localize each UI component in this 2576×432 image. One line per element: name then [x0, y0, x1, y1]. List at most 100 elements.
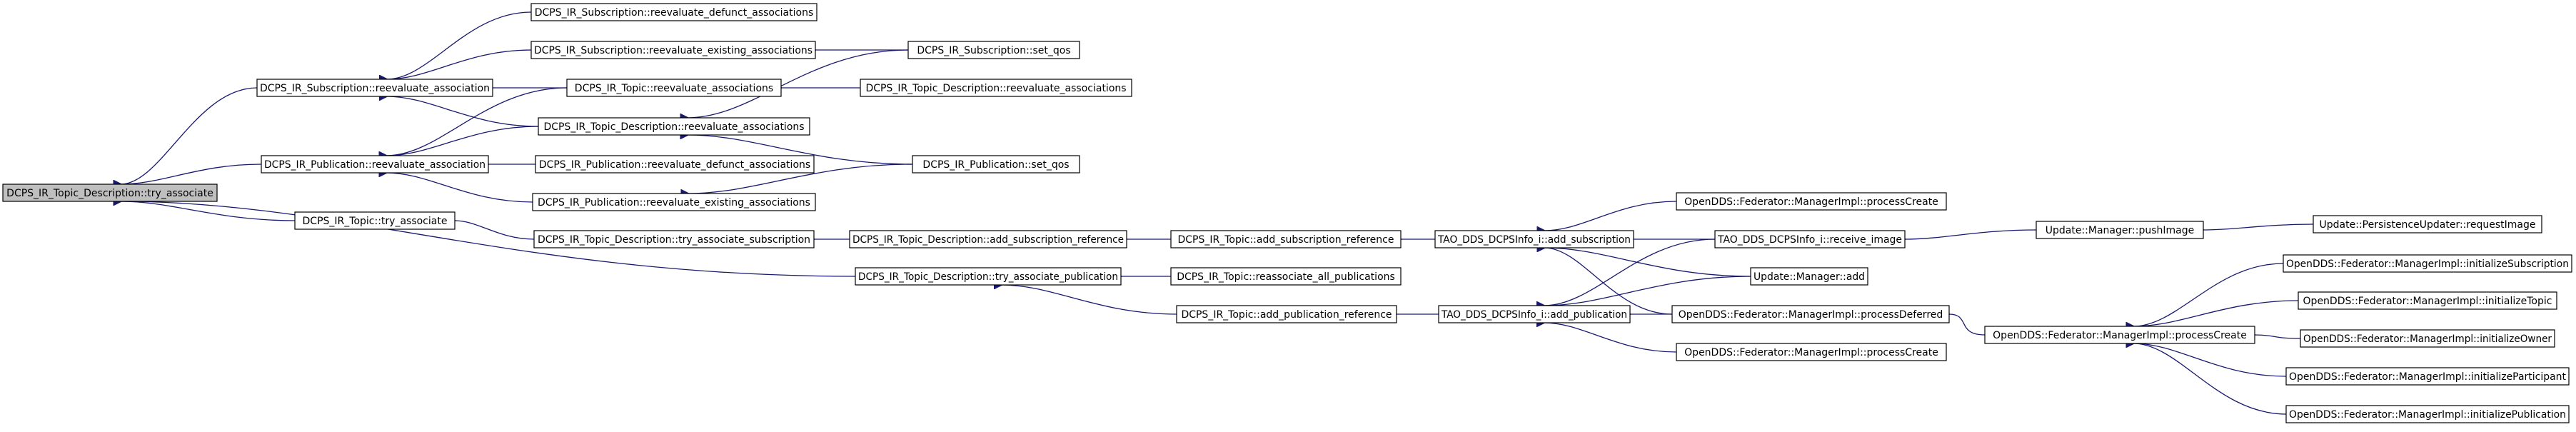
node-box [1438, 305, 1631, 323]
edge-update-mgr-add-to-info-add-pub [1544, 276, 1751, 306]
node-pub-set-qos[interactable]: DCPS_IR_Publication::set_qos [912, 155, 1080, 174]
node-box [1676, 343, 1947, 361]
node-box [2300, 329, 2555, 348]
edge-fed-initParticipant-to-fed-processCreate-3 [2133, 343, 2287, 377]
node-label: TAO_DDS_DCPSInfo_i::receive_image [1717, 234, 1902, 246]
edge-sub-reeval-assoc-to-root [121, 87, 258, 184]
node-update-mgr-add[interactable]: Update::Manager::add [1750, 267, 1868, 286]
nodes-layer: DCPS_IR_Topic_Description::try_associate… [2, 3, 2572, 423]
node-label: TAO_DDS_DCPSInfo_i::add_publication [1441, 309, 1627, 321]
node-pub-reeval-assoc[interactable]: DCPS_IR_Publication::reevaluate_associat… [261, 155, 489, 174]
node-label: DCPS_IR_Topic_Description::try_associate… [538, 234, 810, 246]
node-box [1176, 305, 1397, 323]
node-box [2283, 254, 2572, 273]
node-fed-processCreate-3[interactable]: OpenDDS::Federator::ManagerImpl::process… [1984, 326, 2255, 344]
node-sub-reeval-assoc[interactable]: DCPS_IR_Subscription::reevaluate_associa… [256, 79, 493, 97]
node-info-receive-image[interactable]: TAO_DDS_DCPSInfo_i::receive_image [1714, 230, 1906, 248]
node-label: OpenDDS::Federator::ManagerImpl::initial… [2303, 333, 2552, 345]
node-sub-reeval-existing[interactable]: DCPS_IR_Subscription::reevaluate_existin… [530, 41, 816, 59]
node-info-add-sub[interactable]: TAO_DDS_DCPSInfo_i::add_subscription [1434, 230, 1634, 248]
node-fed-processDeferred[interactable]: OpenDDS::Federator::ManagerImpl::process… [1671, 305, 1950, 323]
node-label: DCPS_IR_Publication::set_qos [922, 159, 1069, 171]
node-root[interactable]: DCPS_IR_Topic_Description::try_associate [2, 184, 218, 202]
node-label: OpenDDS::Federator::ManagerImpl::process… [1993, 330, 2247, 341]
node-update-mgr-pushImage[interactable]: Update::Manager::pushImage [2036, 221, 2204, 239]
edge-td-reeval-assocs-to-pub-reeval-assoc [386, 126, 539, 156]
edge-topic-add-pub-ref-to-td-try-assoc-pub [1002, 285, 1177, 315]
edge-fed-initSub-to-fed-processCreate-3 [2133, 263, 2284, 326]
node-box [538, 117, 810, 136]
node-box [294, 211, 456, 230]
node-fed-initOwner[interactable]: OpenDDS::Federator::ManagerImpl::initial… [2300, 329, 2555, 348]
node-info-add-pub[interactable]: TAO_DDS_DCPSInfo_i::add_publication [1438, 305, 1631, 323]
node-label: OpenDDS::Federator::ManagerImpl::process… [1679, 309, 1943, 321]
node-td-reeval-assocs[interactable]: DCPS_IR_Topic_Description::reevaluate_as… [538, 117, 810, 136]
edge-fed-initPub-to-fed-processCreate-3 [2133, 343, 2287, 415]
node-box [2285, 367, 2570, 386]
node-box [535, 155, 815, 174]
edge-pub-reeval-existing-to-pub-reeval-assoc [386, 173, 533, 203]
node-label: DCPS_IR_Topic_Description::add_subscript… [852, 234, 1124, 246]
node-box [261, 155, 489, 174]
node-persist-requestImage[interactable]: Update::PersistenceUpdater::requestImage [2313, 215, 2542, 233]
node-label: DCPS_IR_Topic::add_publication_reference [1181, 309, 1392, 321]
node-label: DCPS_IR_Topic::try_associate [303, 216, 448, 227]
node-box [533, 230, 815, 248]
node-box [1434, 230, 1634, 248]
node-box [2298, 291, 2557, 310]
node-label: Update::Manager::pushImage [2046, 225, 2194, 236]
node-label: Update::PersistenceUpdater::requestImage [2320, 219, 2536, 231]
node-box [2313, 215, 2542, 233]
node-label: OpenDDS::Federator::ManagerImpl::initial… [2303, 296, 2552, 307]
node-box [256, 79, 493, 97]
edge-topic-try-assoc-to-root [121, 201, 296, 221]
node-topic-add-pub-ref[interactable]: DCPS_IR_Topic::add_publication_reference [1176, 305, 1397, 323]
node-box [532, 193, 816, 211]
edge-pub-reeval-assoc-to-root [121, 164, 262, 184]
edges-layer [121, 11, 2314, 415]
node-topic-reassoc-all[interactable]: DCPS_IR_Topic::reassociate_all_publicati… [1170, 267, 1402, 286]
node-topic-reeval-assocs[interactable]: DCPS_IR_Topic::reevaluate_associations [566, 79, 782, 97]
node-label: DCPS_IR_Topic::add_subscription_referenc… [1178, 234, 1394, 246]
node-sub-set-qos[interactable]: DCPS_IR_Subscription::set_qos [907, 41, 1080, 59]
edge-fed-initTopic-to-fed-processCreate-3 [2133, 300, 2299, 326]
edge-sub-reeval-defunct-to-sub-reeval-assoc [387, 11, 532, 79]
node-label: OpenDDS::Federator::ManagerImpl::initial… [2286, 258, 2569, 270]
node-fed-initSub[interactable]: OpenDDS::Federator::ManagerImpl::initial… [2283, 254, 2572, 273]
node-topic-add-sub-ref[interactable]: DCPS_IR_Topic::add_subscription_referenc… [1170, 230, 1402, 248]
edge-sub-set-qos-to-td-reeval-assocs [688, 49, 909, 118]
node-fed-processCreate-2[interactable]: OpenDDS::Federator::ManagerImpl::process… [1676, 343, 1947, 361]
node-topic-try-assoc[interactable]: DCPS_IR_Topic::try_associate [294, 211, 456, 230]
node-box [1676, 192, 1947, 211]
node-label: DCPS_IR_Publication::reevaluate_defunct_… [539, 159, 810, 171]
node-pub-reeval-defunct[interactable]: DCPS_IR_Publication::reevaluate_defunct_… [535, 155, 815, 174]
node-fed-initPub[interactable]: OpenDDS::Federator::ManagerImpl::initial… [2285, 405, 2570, 423]
node-sub-reeval-defunct[interactable]: DCPS_IR_Subscription::reevaluate_defunct… [530, 3, 817, 21]
node-box [860, 79, 1132, 97]
node-fed-initParticipant[interactable]: OpenDDS::Federator::ManagerImpl::initial… [2285, 367, 2570, 386]
edge-fed-initOwner-to-fed-processCreate-3 [2255, 335, 2301, 338]
node-label: OpenDDS::Federator::ManagerImpl::process… [1684, 347, 1938, 358]
node-box [530, 3, 817, 21]
node-fed-initTopic[interactable]: OpenDDS::Federator::ManagerImpl::initial… [2298, 291, 2557, 310]
node-box [2036, 221, 2204, 239]
node-td-try-assoc-pub[interactable]: DCPS_IR_Topic_Description::try_associate… [855, 267, 1122, 286]
edge-sub-reeval-existing-to-sub-reeval-assoc [387, 49, 532, 79]
edge-fed-processCreate-2-to-info-add-pub [1544, 323, 1677, 353]
node-td-reeval-assocs2[interactable]: DCPS_IR_Topic_Description::reevaluate_as… [860, 79, 1132, 97]
node-pub-reeval-existing[interactable]: DCPS_IR_Publication::reevaluate_existing… [532, 193, 816, 211]
node-td-try-assoc-sub[interactable]: DCPS_IR_Topic_Description::try_associate… [533, 230, 815, 248]
edge-info-receive-image-to-info-add-pub [1544, 238, 1716, 306]
node-label: DCPS_IR_Publication::reevaluate_associat… [264, 159, 485, 171]
node-fed-processCreate-1[interactable]: OpenDDS::Federator::ManagerImpl::process… [1676, 192, 1947, 211]
node-box [1170, 230, 1402, 248]
node-box [855, 267, 1122, 286]
node-box [1714, 230, 1906, 248]
node-label: DCPS_IR_Topic_Description::reevaluate_as… [865, 83, 1126, 94]
node-box [566, 79, 782, 97]
node-box [1984, 326, 2255, 344]
node-box [530, 41, 816, 59]
edge-fed-processCreate-3-to-fed-processDeferred [1949, 314, 1986, 336]
node-td-add-sub-ref[interactable]: DCPS_IR_Topic_Description::add_subscript… [849, 230, 1127, 248]
